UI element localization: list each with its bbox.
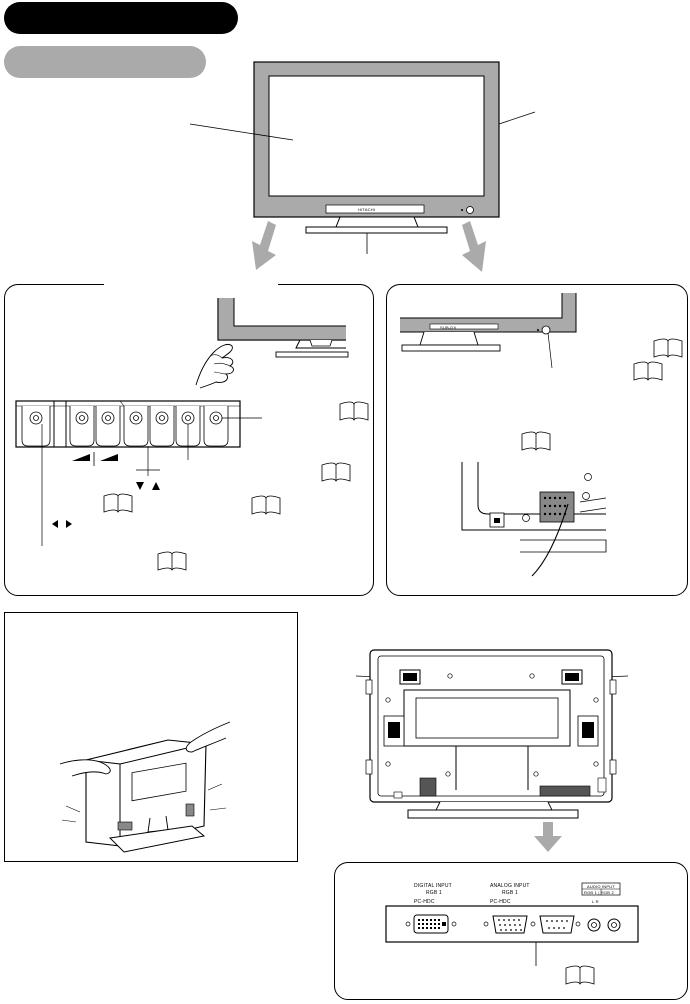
- audio-input-label: AUDIO INPUT: [587, 884, 615, 889]
- audio-input-sublabel: RGB 1 | RGB 2: [584, 890, 614, 895]
- analog-input-sublabel: RGB 1: [502, 890, 519, 896]
- monitor-stand-base: [305, 226, 448, 234]
- up-arrow-icon: [152, 482, 160, 490]
- front-logo-text: HITACHI: [358, 206, 376, 212]
- power-button-icon[interactable]: [466, 206, 474, 214]
- logo-strip: [325, 204, 425, 214]
- manual-reference-icon: [103, 493, 133, 513]
- arrow-down-icon: [534, 822, 562, 852]
- hand-icon: [195, 343, 234, 389]
- volume-up-icon: [100, 454, 118, 461]
- section-title-bar: [4, 2, 238, 34]
- left-arrow-icon: [52, 520, 58, 528]
- arrow-down-right-icon: [462, 221, 486, 272]
- digital-input-label: DIGITAL INPUT: [414, 883, 452, 889]
- right-arrow-icon: [66, 520, 72, 528]
- manual-reference-icon: [653, 338, 683, 358]
- manual-reference-icon: [633, 361, 663, 381]
- power-indicator-icon: [461, 209, 463, 211]
- digital-input-connector-type: PC-HDC: [414, 899, 435, 905]
- manual-reference-icon: [321, 462, 351, 482]
- digital-input-sublabel: RGB 1: [426, 890, 443, 896]
- left-hand-icon: [59, 759, 111, 777]
- analog-input-connector-type: PC-HDC: [490, 899, 511, 905]
- monitor-screen: [268, 75, 485, 197]
- audio-channel-label: L R: [592, 899, 599, 904]
- manual-reference-icon: [251, 495, 281, 515]
- manual-reference-icon: [339, 401, 369, 421]
- detail-panel-label: SUB-DX: [440, 324, 457, 330]
- manual-reference-icon: [521, 431, 551, 451]
- dvi-connector: [405, 914, 457, 934]
- screen-leader-line: [189, 123, 294, 141]
- power-button-icon[interactable]: [541, 325, 551, 335]
- audio-jack-icon: [587, 918, 601, 932]
- manual-reference-icon: [565, 965, 595, 985]
- analog-input-label: ANALOG INPUT: [490, 883, 530, 889]
- manual-reference-icon: [157, 551, 187, 571]
- audio-jack-icon: [607, 918, 621, 932]
- analog-rgb-connector: [483, 915, 536, 934]
- subsection-title-bar: [4, 46, 206, 78]
- down-arrow-icon: [136, 482, 144, 490]
- right-hand-icon: [185, 721, 231, 753]
- control-buttons-strip: [15, 400, 241, 448]
- arrow-down-left-icon: [252, 221, 276, 270]
- cable-line: [531, 503, 569, 577]
- bezel-leader-line: [498, 111, 536, 125]
- volume-down-icon: [72, 454, 90, 461]
- analog-rgb2-connector: [539, 915, 581, 934]
